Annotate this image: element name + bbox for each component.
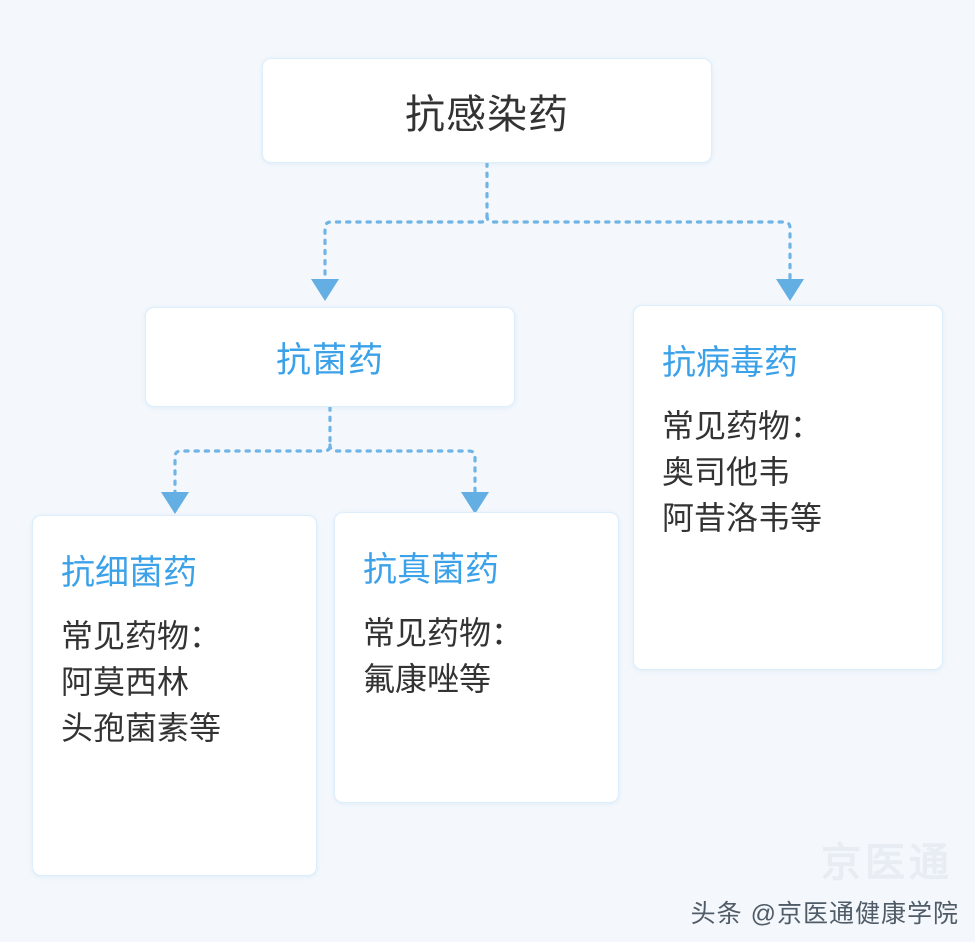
card-antibacterial-title: 抗细菌药 [61,554,197,592]
connector-root-to-antibacterial-branch [323,161,489,282]
card-antiviral-title: 抗病毒药 [662,344,798,382]
card-antiviral[interactable]: 抗病毒药 常见药物： 奥司他韦 阿昔洛韦等 [633,305,943,670]
author-byline: 头条 @京医通健康学院 [690,900,959,928]
connector-root-to-antiviral [485,214,792,282]
card-antibacterial-line-3: 头孢菌素等 [61,710,222,747]
node-anti-infective-root[interactable]: 抗感染药 [262,58,712,163]
arrowhead-branch-to-antibacterial [161,492,189,514]
card-antibacterial[interactable]: 抗细菌药 常见药物： 阿莫西林 头孢菌素等 [32,515,317,876]
connector-branch-to-antifungal [328,443,477,495]
card-antiviral-line-3: 阿昔洛韦等 [662,500,823,537]
branch-title: 抗菌药 [275,340,384,380]
card-antifungal[interactable]: 抗真菌药 常见药物： 氟康唑等 [334,512,619,803]
card-antibacterial-line-2: 阿莫西林 [61,663,190,700]
card-antifungal-line-1: 常见药物： [363,614,524,651]
card-antifungal-title: 抗真菌药 [363,551,499,589]
connector-branch-to-antibacterial [173,405,332,495]
card-antifungal-line-2: 氟康唑等 [363,660,492,697]
card-antiviral-line-1: 常见药物： [662,407,823,444]
arrowhead-branch-to-antifungal [461,492,489,514]
card-antibacterial-line-1: 常见药物： [61,617,222,654]
card-antiviral-line-2: 奥司他韦 [662,453,791,490]
arrowhead-root-to-antibacterial-branch [311,279,339,301]
arrowhead-root-to-antiviral [776,279,804,301]
brand-watermark: 京医通 [821,841,953,885]
node-antimicrobial-branch[interactable]: 抗菌药 [145,307,515,407]
root-title: 抗感染药 [405,92,569,137]
